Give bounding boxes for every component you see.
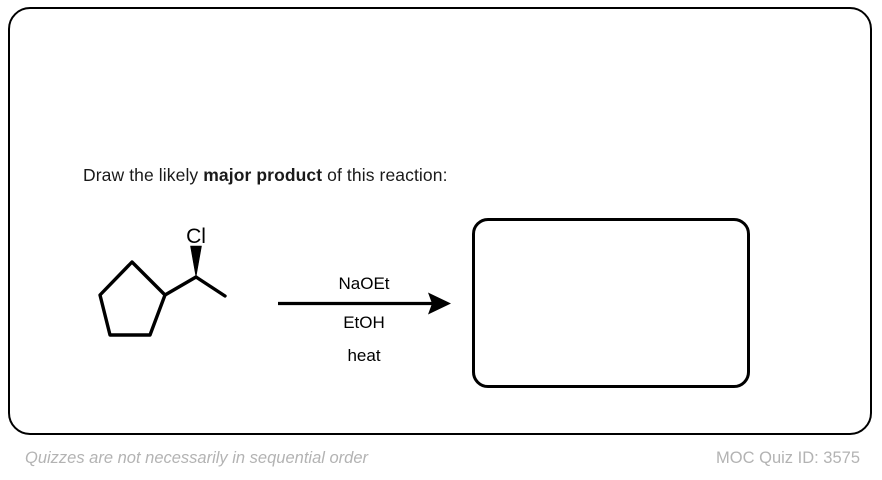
reagent-label-below-arrow-solvent: EtOH xyxy=(343,313,385,332)
footer-quiz-id: MOC Quiz ID: 3575 xyxy=(716,449,860,467)
question-prompt-emphasis: major product xyxy=(203,165,323,185)
question-prompt-suffix: of this reaction: xyxy=(322,165,448,185)
footer-note: Quizzes are not necessarily in sequentia… xyxy=(25,449,369,467)
answer-drawing-box[interactable] xyxy=(472,218,750,388)
reagent-label-above-arrow: NaOEt xyxy=(338,274,390,293)
reagent-label-below-arrow-conditions: heat xyxy=(347,346,381,365)
question-prompt: Draw the likely major product of this re… xyxy=(83,165,448,186)
question-prompt-prefix: Draw the likely xyxy=(83,165,204,185)
